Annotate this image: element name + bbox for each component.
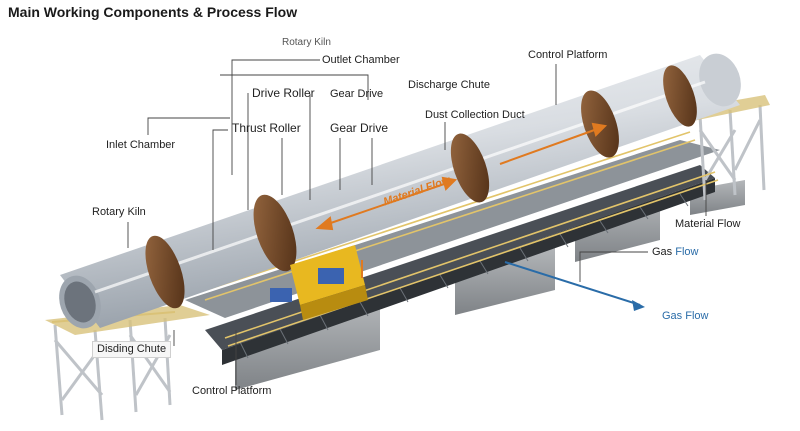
- label-drive-roller: Drive Roller: [252, 86, 315, 100]
- label-gas-flow-right-suffix: Flow: [675, 246, 699, 258]
- label-gas-flow-right: Gas Flow: [652, 246, 698, 259]
- material-flow-arrow: [315, 122, 608, 231]
- label-control-platform-bottom: Control Platform: [192, 385, 272, 397]
- label-gas-flow-arrow: Gas Flow: [662, 310, 709, 322]
- label-material-flow-right: Material Flow: [675, 218, 741, 230]
- label-disding-chute: Disding Chute: [92, 341, 172, 358]
- label-thrust-roller: Thrust Roller: [232, 121, 301, 135]
- label-control-platform-top: Control Platform: [528, 49, 608, 61]
- diagram-title: Main Working Components & Process Flow: [8, 4, 298, 20]
- leader-lines: [127, 59, 707, 385]
- label-inlet-chamber: Inlet Chamber: [106, 139, 176, 151]
- label-gear-drive-large: Gear Drive: [330, 121, 389, 135]
- right-support-tower: [698, 104, 766, 201]
- label-gas-flow-right-prefix: Gas: [652, 246, 673, 258]
- label-rotary-kiln-top: Rotary Kiln: [282, 37, 331, 48]
- label-gear-drive-small: Gear Drive: [330, 88, 384, 100]
- label-rotary-kiln-left: Rotary Kiln: [92, 206, 146, 218]
- gas-flow-arrow: [504, 261, 645, 311]
- label-outlet-chamber: Outlet Chamber: [322, 54, 400, 66]
- tyre-rings: [145, 65, 697, 309]
- label-dust-collection-duct: Dust Collection Duct: [425, 109, 525, 121]
- gear-drive-assembly: [270, 245, 368, 320]
- label-discharge-chute: Discharge Chute: [408, 79, 490, 91]
